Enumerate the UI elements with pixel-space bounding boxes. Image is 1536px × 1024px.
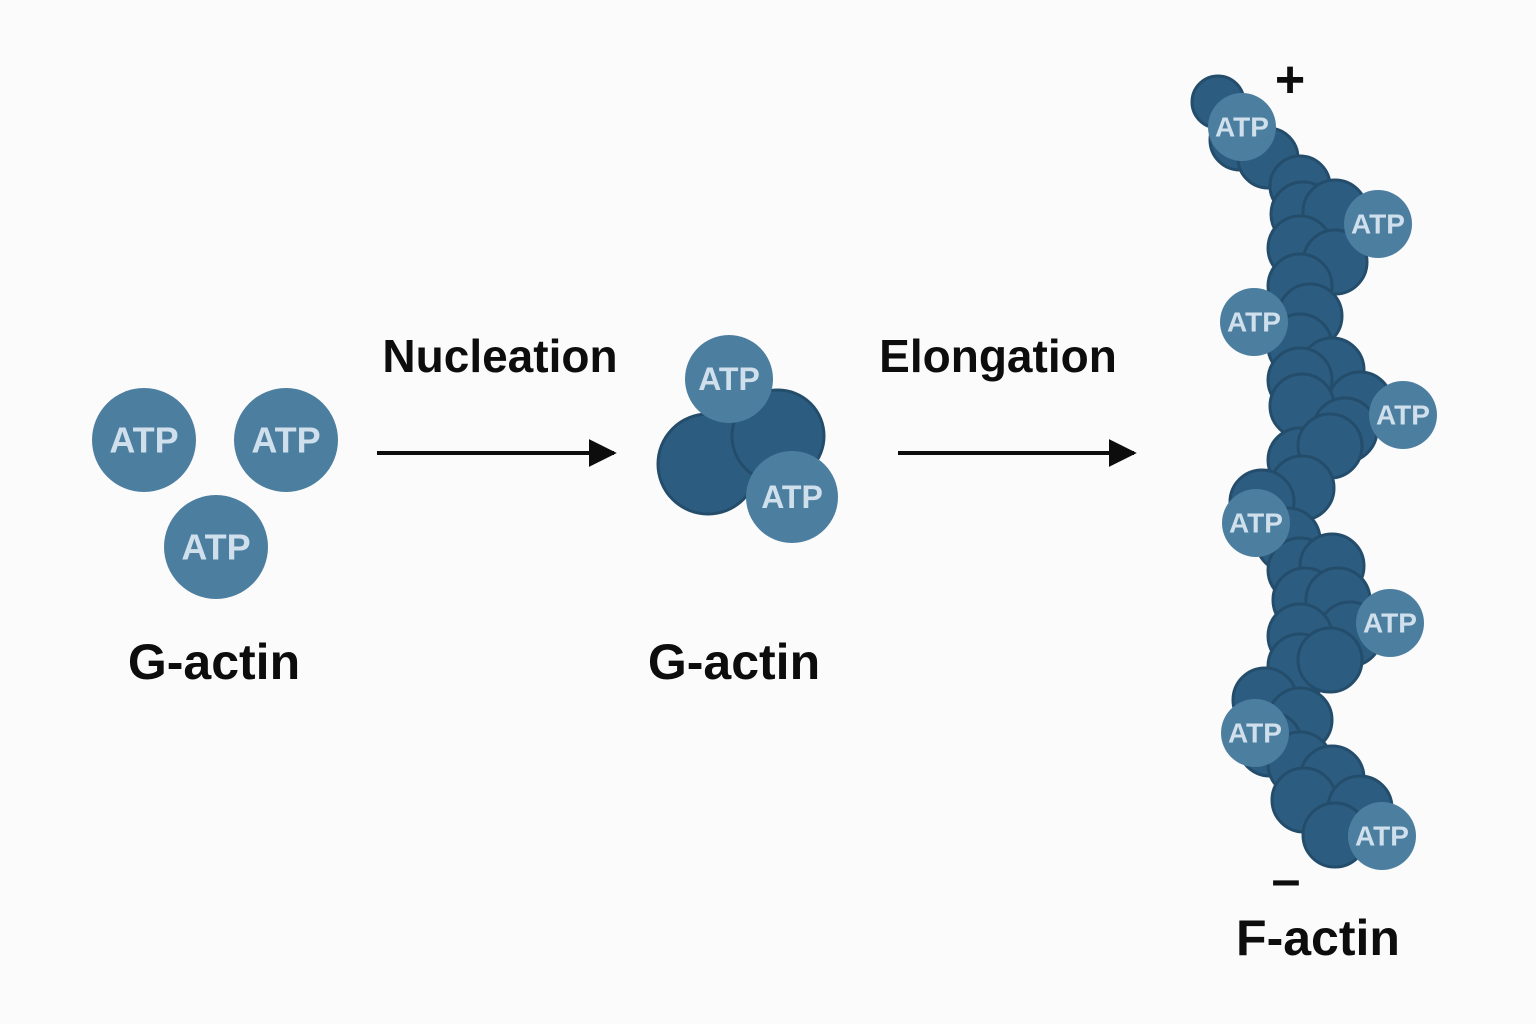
- atp-label: ATP: [1376, 400, 1430, 431]
- atp-label: ATP: [1229, 508, 1283, 539]
- atp-label: ATP: [181, 527, 250, 568]
- atp-label: ATP: [1351, 209, 1405, 240]
- g-actin-monomer: ATP: [164, 495, 268, 599]
- g-actin-monomer: ATP: [234, 388, 338, 492]
- filament-atp-subunit: ATP: [1220, 288, 1288, 356]
- filament-atp-subunit: ATP: [1222, 489, 1290, 557]
- filament-subunit: [1296, 626, 1364, 694]
- f-actin-caption: F-actin: [1236, 910, 1400, 966]
- filament-atp-subunit: ATP: [1356, 589, 1424, 657]
- nucleation-label: Nucleation: [382, 330, 617, 382]
- filament-atp-subunit: ATP: [1221, 699, 1289, 767]
- nucleus-atp-subunit: ATP: [746, 451, 838, 543]
- f-actin-filament: ATP ATP ATP ATP ATP ATP ATP ATP: [1190, 74, 1437, 870]
- atp-label: ATP: [1363, 608, 1417, 639]
- atp-label: ATP: [1227, 307, 1281, 338]
- minus-end-sign: –: [1272, 851, 1301, 909]
- filament-atp-subunit: ATP: [1208, 93, 1276, 161]
- g-actin-monomer: ATP: [92, 388, 196, 492]
- plus-end-sign: +: [1275, 51, 1305, 109]
- g-actin-monomers-caption: G-actin: [128, 634, 300, 690]
- atp-label: ATP: [1228, 718, 1282, 749]
- atp-label: ATP: [109, 420, 178, 461]
- atp-label: ATP: [251, 420, 320, 461]
- filament-atp-subunit: ATP: [1344, 190, 1412, 258]
- atp-label: ATP: [1355, 821, 1409, 852]
- atp-label: ATP: [761, 479, 823, 515]
- atp-label: ATP: [698, 361, 760, 397]
- nucleus-caption: G-actin: [648, 634, 820, 690]
- g-actin-monomers: ATP ATP ATP: [92, 388, 338, 599]
- elongation-label: Elongation: [879, 330, 1117, 382]
- filament-atp-subunit: ATP: [1369, 381, 1437, 449]
- nucleus-atp-subunit: ATP: [685, 335, 773, 423]
- actin-nucleus: ATP ATP: [656, 335, 838, 543]
- filament-atp-subunit: ATP: [1348, 802, 1416, 870]
- atp-label: ATP: [1215, 112, 1269, 143]
